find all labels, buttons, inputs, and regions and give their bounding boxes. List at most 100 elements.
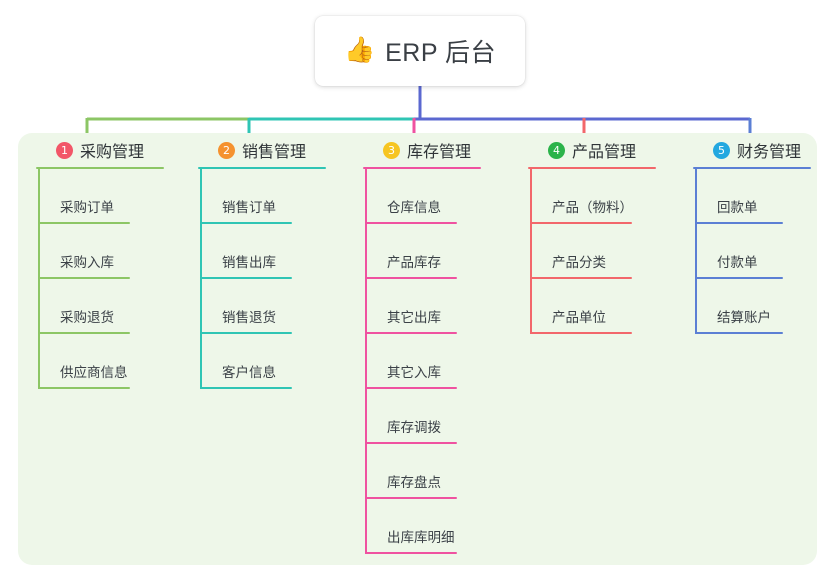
branch-header-4[interactable]: 4 产品管理 [528,133,656,167]
leaf-item-underline [695,222,783,224]
branch-underline-5 [693,167,811,169]
branch-title-3: 库存管理 [407,144,472,161]
leaf-item[interactable]: 客户信息 [200,334,326,389]
branch-header-1[interactable]: 1 采购管理 [36,133,164,167]
branch-header-2[interactable]: 2 销售管理 [198,133,326,167]
leaf-item-label: 库存调拨 [387,420,441,435]
leaf-item-underline [200,222,292,224]
leaf-item[interactable]: 采购订单 [38,169,164,224]
leaf-connector [38,169,40,224]
leaf-connector [38,224,40,279]
leaf-item-underline [365,552,457,554]
leaf-item-label: 仓库信息 [387,200,441,215]
leaf-item[interactable]: 采购入库 [38,224,164,279]
branch-underline-1 [36,167,164,169]
leaf-item-label: 其它出库 [387,310,441,325]
leaf-connector [365,279,367,334]
leaf-item-underline [530,277,632,279]
leaf-connector [695,279,697,334]
leaf-connector [200,169,202,224]
leaf-item-underline [695,277,783,279]
leaf-item[interactable]: 销售订单 [200,169,326,224]
leaf-connector [200,224,202,279]
leaf-item[interactable]: 供应商信息 [38,334,164,389]
leaf-item-underline [38,222,130,224]
branch-item-list-3: 仓库信息产品库存其它出库其它入库库存调拨库存盘点出库库明细 [363,169,481,554]
branch-title-1: 采购管理 [80,144,145,161]
branches-panel: 1 采购管理采购订单采购入库采购退货供应商信息 2 销售管理销售订单销售出库销售退货客… [18,133,817,565]
branch-header-3[interactable]: 3 库存管理 [363,133,481,167]
leaf-item-label: 结算账户 [717,310,771,325]
leaf-item[interactable]: 库存盘点 [365,444,481,499]
leaf-item[interactable]: 销售退货 [200,279,326,334]
leaf-connector [695,169,697,224]
leaf-item-label: 库存盘点 [387,475,441,490]
leaf-item-label: 采购退货 [60,310,114,325]
root-node[interactable]: 👍 ERP 后台 [315,16,525,86]
leaf-item[interactable]: 采购退货 [38,279,164,334]
leaf-item[interactable]: 付款单 [695,224,811,279]
branch-column-3: 3 库存管理仓库信息产品库存其它出库其它入库库存调拨库存盘点出库库明细 [363,133,481,554]
leaf-item[interactable]: 仓库信息 [365,169,481,224]
leaf-item[interactable]: 其它出库 [365,279,481,334]
branch-title-2: 销售管理 [242,144,307,161]
branch-title-4: 产品管理 [572,144,637,161]
leaf-connector [38,279,40,334]
leaf-item[interactable]: 销售出库 [200,224,326,279]
leaf-item-underline [365,332,457,334]
leaf-item[interactable]: 出库库明细 [365,499,481,554]
leaf-item-label: 采购订单 [60,200,114,215]
leaf-item-underline [200,277,292,279]
leaf-item[interactable]: 产品库存 [365,224,481,279]
leaf-item-underline [530,332,632,334]
branch-item-list-1: 采购订单采购入库采购退货供应商信息 [36,169,164,389]
leaf-connector [365,499,367,554]
leaf-item-underline [38,387,130,389]
leaf-item[interactable]: 回款单 [695,169,811,224]
thumbs-up-icon: 👍 [343,35,376,64]
leaf-item[interactable]: 产品单位 [530,279,656,334]
branch-badge-1: 1 [56,141,73,159]
leaf-item-label: 回款单 [717,200,758,215]
branch-column-2: 2 销售管理销售订单销售出库销售退货客户信息 [198,133,326,389]
leaf-item-label: 销售出库 [222,255,276,270]
branch-badge-4: 4 [548,141,565,159]
leaf-item-underline [365,222,457,224]
leaf-item[interactable]: 产品（物料） [530,169,656,224]
branch-column-1: 1 采购管理采购订单采购入库采购退货供应商信息 [36,133,164,389]
leaf-item-label: 付款单 [717,255,758,270]
branch-badge-5: 5 [713,141,730,159]
leaf-connector [38,334,40,389]
leaf-item-underline [365,442,457,444]
branch-underline-4 [528,167,656,169]
leaf-connector [200,334,202,389]
leaf-item-label: 产品分类 [552,255,606,270]
leaf-item-label: 其它入库 [387,365,441,380]
leaf-item-label: 销售退货 [222,310,276,325]
leaf-item-label: 产品库存 [387,255,441,270]
leaf-item[interactable]: 产品分类 [530,224,656,279]
leaf-item-underline [200,332,292,334]
leaf-item[interactable]: 其它入库 [365,334,481,389]
leaf-item-label: 产品单位 [552,310,606,325]
branch-badge-3: 3 [383,141,400,159]
leaf-item-underline [365,277,457,279]
leaf-item-underline [530,222,632,224]
root-title: ERP 后台 [385,39,497,67]
branch-item-list-2: 销售订单销售出库销售退货客户信息 [198,169,326,389]
branch-column-4: 4 产品管理产品（物料） 产品分类产品单位 [528,133,656,334]
leaf-item[interactable]: 库存调拨 [365,389,481,444]
leaf-item[interactable]: 结算账户 [695,279,811,334]
leaf-item-label: 客户信息 [222,365,276,380]
branch-underline-3 [363,167,481,169]
leaf-item-underline [365,497,457,499]
leaf-connector [365,169,367,224]
leaf-connector [200,279,202,334]
branch-badge-2: 2 [218,141,235,159]
leaf-item-label: 销售订单 [222,200,276,215]
leaf-item-underline [695,332,783,334]
branch-item-list-4: 产品（物料） 产品分类产品单位 [528,169,656,334]
